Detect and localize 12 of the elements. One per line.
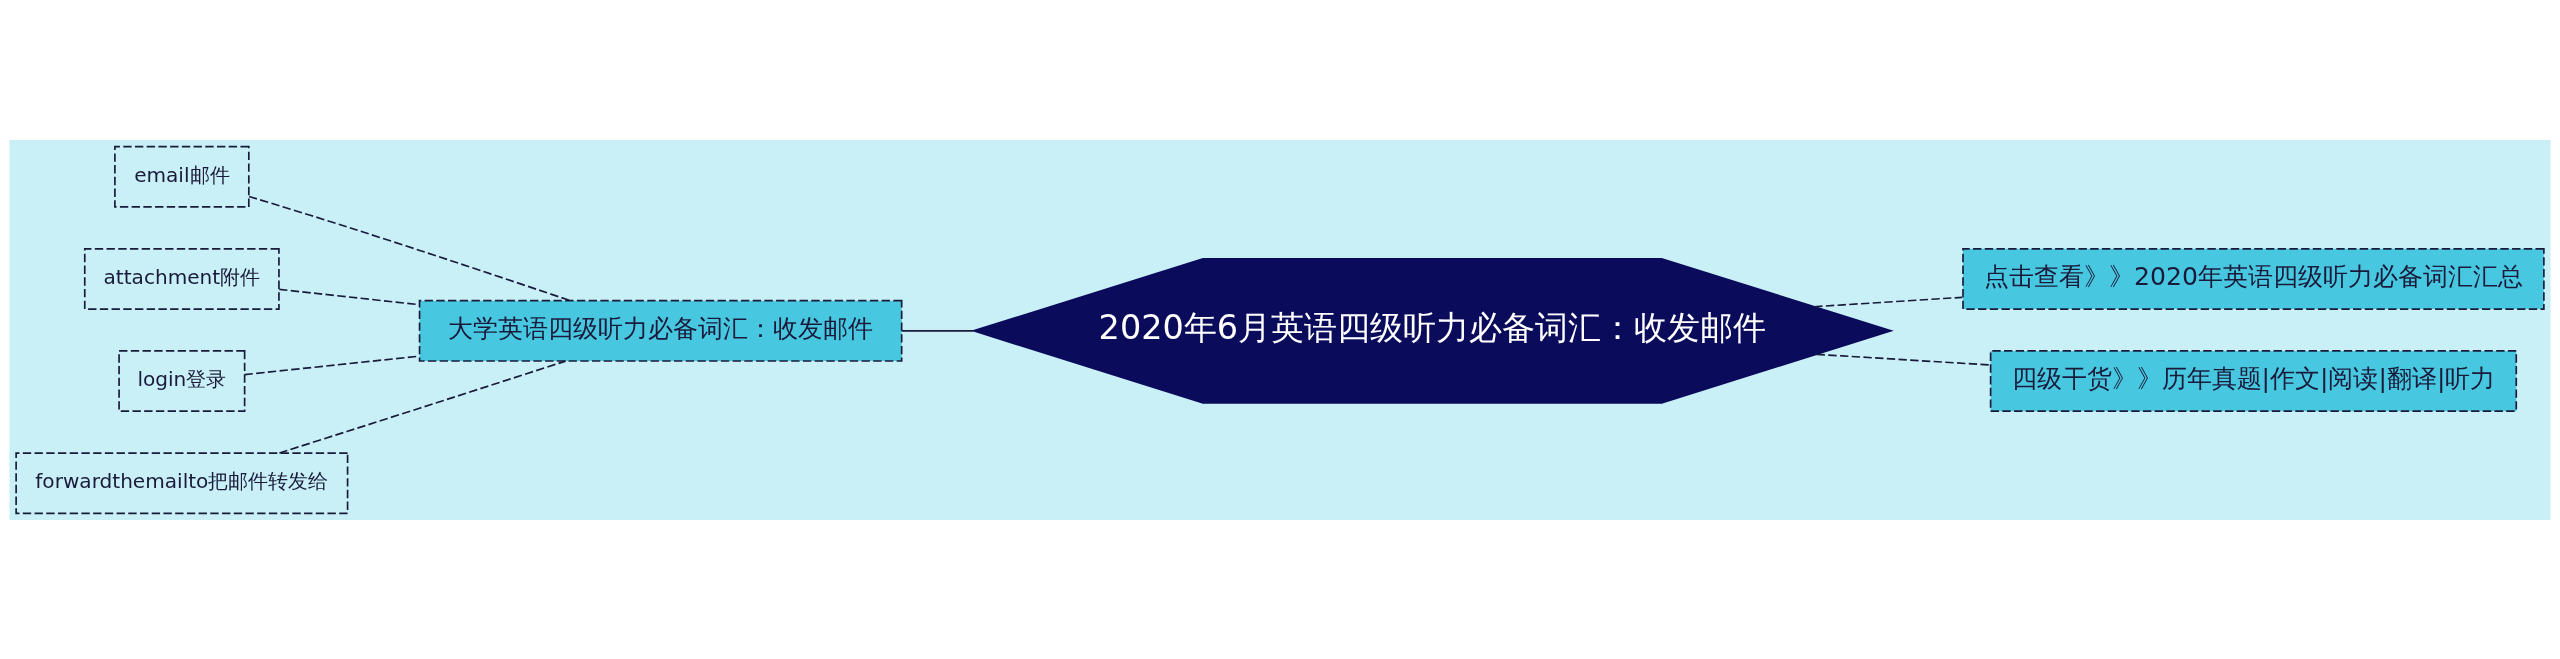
connector	[1815, 353, 1992, 366]
connector	[1813, 295, 1964, 308]
connector	[278, 359, 567, 454]
node-box: forwardthemailto把邮件转发给	[15, 451, 349, 514]
node-box: login登录	[118, 349, 246, 412]
node-box: 大学英语四级听力必备词汇：收发邮件	[418, 299, 903, 362]
connector	[900, 329, 974, 332]
node-box: 点击查看》》2020年英语四级听力必备词汇汇总	[1962, 247, 2545, 310]
node-box: email邮件	[114, 145, 250, 208]
connector	[248, 195, 571, 301]
node-box: attachment附件	[83, 247, 280, 310]
node-box: 四级干货》》历年真题|作文|阅读|翻译|听力	[1989, 349, 2518, 412]
